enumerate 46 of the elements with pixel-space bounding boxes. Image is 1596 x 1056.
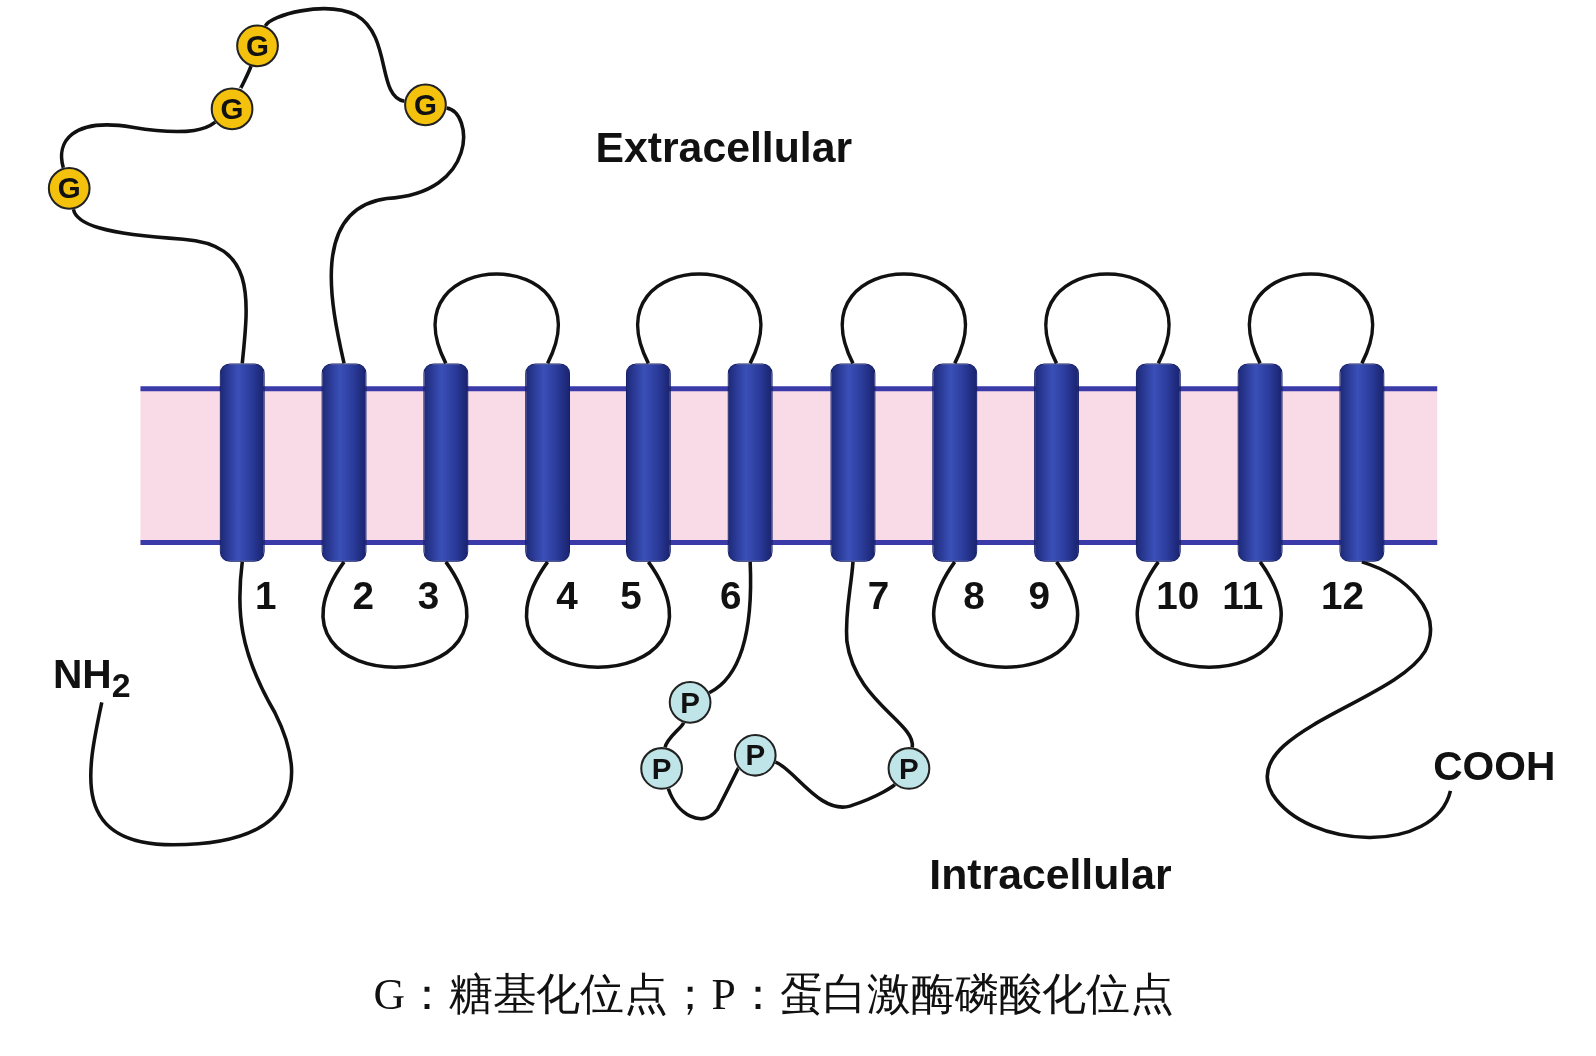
glycosylation-site: G bbox=[47, 166, 91, 210]
peptide-chain-line bbox=[636, 272, 762, 364]
region-label: Intracellular bbox=[929, 850, 1172, 898]
peptide-chain-line bbox=[774, 760, 896, 809]
peptide-chain-line bbox=[59, 120, 217, 169]
helix-number: 3 bbox=[417, 576, 440, 615]
helix-number: 12 bbox=[1321, 576, 1365, 615]
glycosylation-site: G bbox=[210, 87, 254, 131]
helix-number: 2 bbox=[352, 576, 375, 615]
glycosylation-site: G bbox=[404, 83, 447, 127]
peptide-chain-line bbox=[1248, 272, 1374, 364]
phosphorylation-site: P bbox=[640, 747, 683, 790]
terminus-label: NH$_{2}$ bbox=[52, 651, 131, 706]
helix-number: 7 bbox=[867, 576, 890, 615]
peptide-chain-line bbox=[321, 561, 469, 669]
helix-number: 4 bbox=[556, 576, 578, 615]
peptide-chain-line bbox=[1045, 272, 1170, 364]
peptide-chain-line bbox=[525, 561, 671, 669]
peptide-chain-line bbox=[844, 561, 914, 748]
peptide-chain-line bbox=[1135, 561, 1283, 669]
glycosylation-site: G bbox=[236, 24, 279, 68]
peptide-chain-line bbox=[1266, 560, 1453, 840]
helix-number: 10 bbox=[1156, 576, 1200, 615]
helix-number: 8 bbox=[963, 576, 985, 615]
peptide-chain-line bbox=[264, 7, 405, 103]
peptide-chain-line bbox=[434, 272, 560, 364]
terminus-label: COOH bbox=[1433, 743, 1556, 788]
caption: G：糖基化位点；P：蛋白激酶磷酸化位点 bbox=[373, 970, 1174, 1018]
peptide-chain-line bbox=[71, 208, 248, 364]
region-label: Extracellular bbox=[595, 124, 853, 172]
peptide-chain-line bbox=[932, 561, 1079, 669]
peptide-chain-line bbox=[329, 106, 466, 364]
phosphorylation-site: P bbox=[668, 680, 712, 724]
peptide-chain-line bbox=[708, 561, 753, 695]
helix-number: 11 bbox=[1222, 576, 1264, 615]
helix-number: 5 bbox=[620, 576, 642, 615]
peptide-chain-line bbox=[841, 272, 967, 364]
peptide-chain-line bbox=[89, 561, 293, 847]
phosphorylation-site: P bbox=[887, 747, 931, 790]
helix-number: 1 bbox=[254, 576, 277, 615]
peptide-chain-line bbox=[238, 65, 253, 90]
phosphorylation-site: P bbox=[733, 733, 777, 777]
peptide-chain-line bbox=[663, 721, 686, 748]
helix-number: 6 bbox=[720, 576, 742, 615]
helix-number: 9 bbox=[1028, 576, 1050, 615]
peptide-chain-line bbox=[666, 767, 740, 821]
